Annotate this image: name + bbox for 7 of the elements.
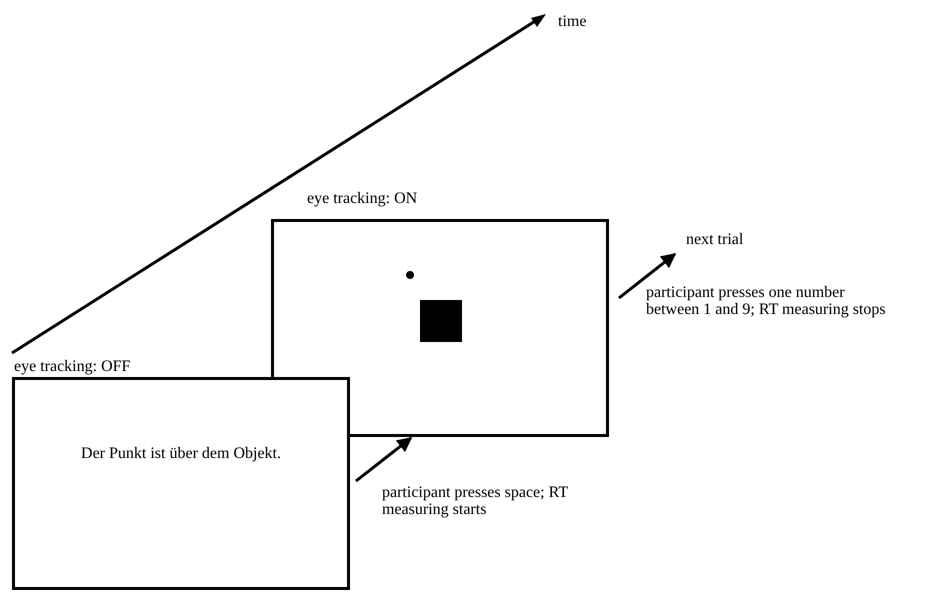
screen-text: Der Punkt ist über dem Objekt.: [80, 445, 282, 463]
axis-label: time: [558, 13, 586, 31]
screen-heading: eye tracking: ON: [307, 190, 418, 208]
step-label: next trial: [686, 231, 744, 249]
screen-heading: eye tracking: OFF: [14, 358, 130, 376]
arrow: [618, 252, 676, 300]
arrow: [355, 436, 412, 482]
